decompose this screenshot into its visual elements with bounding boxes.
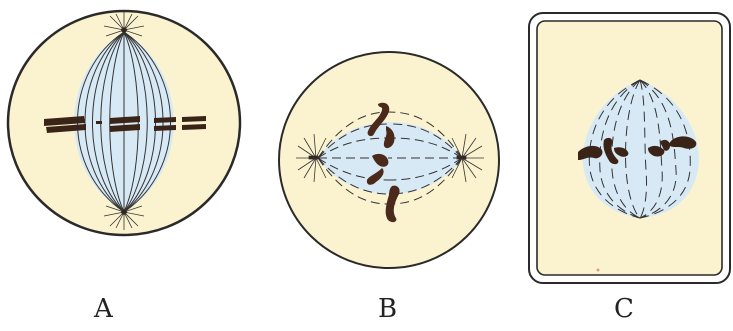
panel-c-label: C xyxy=(614,294,634,324)
panel-b-cell xyxy=(279,52,499,268)
panel-c-cell xyxy=(529,13,730,283)
panel-a-cell xyxy=(8,11,240,235)
panel-c-speck xyxy=(597,269,600,272)
panel-b-label: B xyxy=(378,294,397,324)
panel-a-label: A xyxy=(94,294,113,324)
